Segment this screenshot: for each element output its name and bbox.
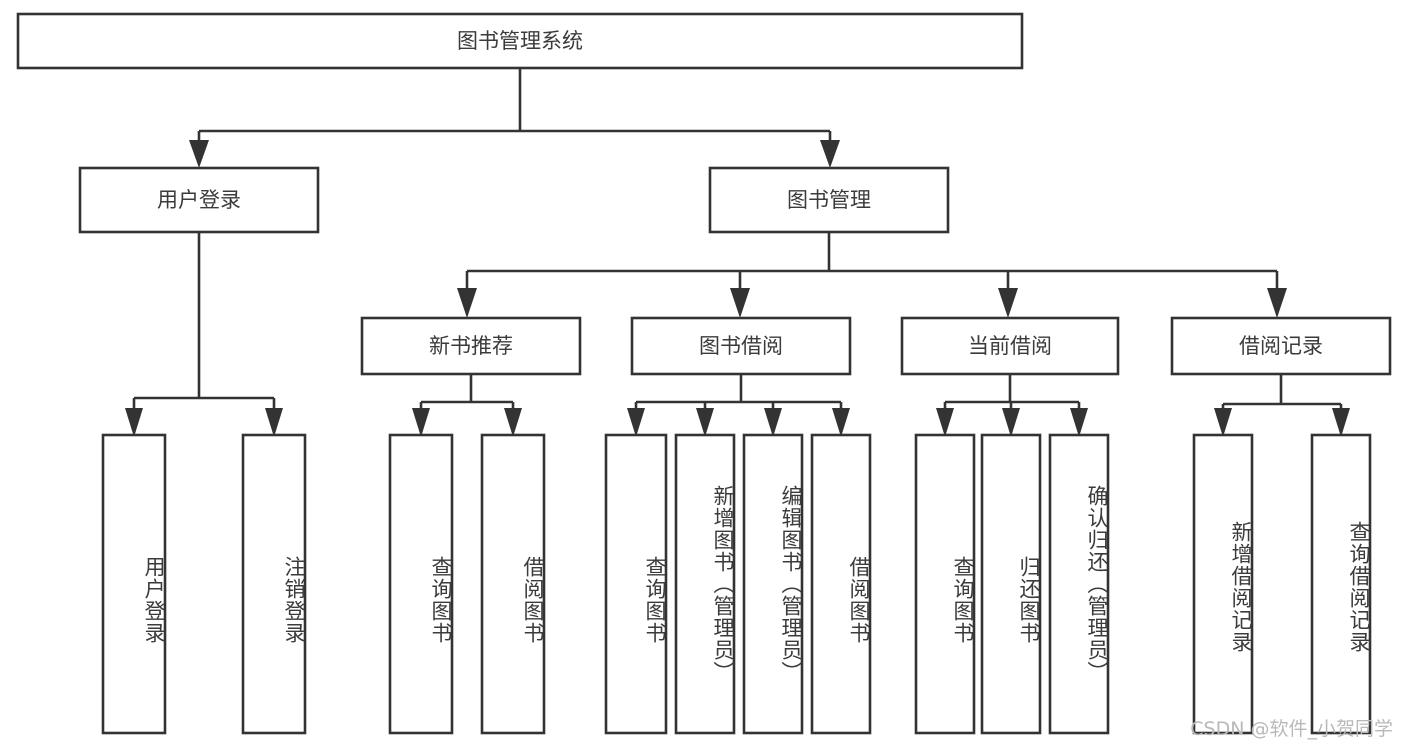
node-book-manage[interactable]: 图书管理 (708, 166, 950, 234)
node-book-borrow-box[interactable] (630, 316, 852, 376)
leaf-label-return-book: 归还图书 (1017, 556, 1041, 644)
leaf-box-borrow-book-bb[interactable] (810, 433, 872, 735)
csdn-watermark: CSDN @软件_小贺同学 (1190, 718, 1393, 740)
leaf-box-borrow-book-nb[interactable] (480, 433, 546, 735)
leaf-box-user-login[interactable] (101, 433, 167, 735)
arrowhead-nb-leaf1 (412, 408, 430, 437)
node-new-book-recommend-label: 新书推荐 (429, 334, 513, 358)
leaf-label-query-book-cb: 查询图书 (951, 556, 975, 644)
arrowhead-bb-leaf4 (832, 408, 850, 437)
node-root[interactable]: 图书管理系统 (16, 12, 1024, 70)
node-user-login[interactable]: 用户登录 (78, 166, 320, 234)
leaf-box-logout[interactable] (241, 433, 307, 735)
leaf-box-confirm-return[interactable] (1048, 433, 1110, 735)
node-new-book-recommend[interactable]: 新书推荐 (360, 316, 582, 376)
node-user-login-label: 用户登录 (157, 188, 241, 212)
arrowhead-cb-leaf2 (1002, 408, 1020, 437)
leaf-label-borrow-book-bb: 借阅图书 (847, 556, 871, 644)
leaf-box-query-book-cb[interactable] (914, 433, 976, 735)
leaf-box-add-record[interactable] (1192, 433, 1254, 735)
node-borrow-record-label: 借阅记录 (1239, 334, 1323, 358)
arrowhead-leaf-user-login (125, 408, 143, 437)
arrowhead-borrow-record (1267, 288, 1287, 318)
arrowhead-br-leaf2 (1332, 408, 1350, 437)
arrowhead-user-login (189, 140, 209, 168)
leaf-box-query-record[interactable] (1310, 433, 1372, 735)
leaf-box-add-book[interactable] (674, 433, 736, 735)
arrowhead-current-borrow (998, 288, 1018, 318)
node-book-borrow[interactable]: 图书借阅 (630, 316, 852, 376)
node-borrow-record[interactable]: 借阅记录 (1170, 316, 1392, 376)
leaf-box-return-book[interactable] (980, 433, 1042, 735)
node-book-manage-label: 图书管理 (787, 188, 871, 212)
leaf-box-edit-book[interactable] (742, 433, 804, 735)
leaf-label-borrow-book-nb: 借阅图书 (521, 556, 545, 644)
node-current-borrow-label: 当前借阅 (968, 334, 1052, 358)
leaf-label-add-record: 新增借阅记录 (1229, 521, 1253, 653)
node-new-book-recommend-box[interactable] (360, 316, 582, 376)
leaf-label-query-record: 查询借阅记录 (1347, 521, 1371, 653)
arrowhead-book-borrow (730, 288, 750, 318)
arrowhead-bb-leaf3 (764, 408, 782, 437)
leaf-label-query-book-bb: 查询图书 (643, 556, 667, 644)
arrowhead-leaf-logout (265, 408, 283, 437)
node-root-box[interactable] (16, 12, 1024, 70)
arrowhead-new-book (457, 288, 477, 318)
leaf-box-query-book-bb[interactable] (604, 433, 668, 735)
arrowhead-book-manage (820, 140, 840, 168)
leaf-label-query-book-nb: 查询图书 (429, 556, 453, 644)
leaf-label-logout: 注销登录 (282, 556, 306, 644)
node-book-borrow-label: 图书借阅 (699, 334, 783, 358)
leaf-label-edit-book: 编辑图书（管理员） (779, 485, 803, 683)
node-root-label: 图书管理系统 (457, 29, 583, 53)
arrowhead-br-leaf1 (1214, 408, 1232, 437)
node-current-borrow-box[interactable] (900, 316, 1120, 376)
arrowhead-bb-leaf2 (696, 408, 714, 437)
node-current-borrow[interactable]: 当前借阅 (900, 316, 1120, 376)
leaf-label-add-book: 新增图书（管理员） (711, 485, 735, 683)
leaf-box-query-book-nb[interactable] (388, 433, 454, 735)
arrowhead-cb-leaf3 (1070, 408, 1088, 437)
arrowhead-cb-leaf1 (936, 408, 954, 437)
arrowhead-nb-leaf2 (504, 408, 522, 437)
leaf-label-user-login: 用户登录 (142, 556, 166, 644)
arrowhead-bb-leaf1 (627, 408, 645, 437)
leaf-label-confirm-return: 确认归还（管理员） (1085, 485, 1109, 683)
